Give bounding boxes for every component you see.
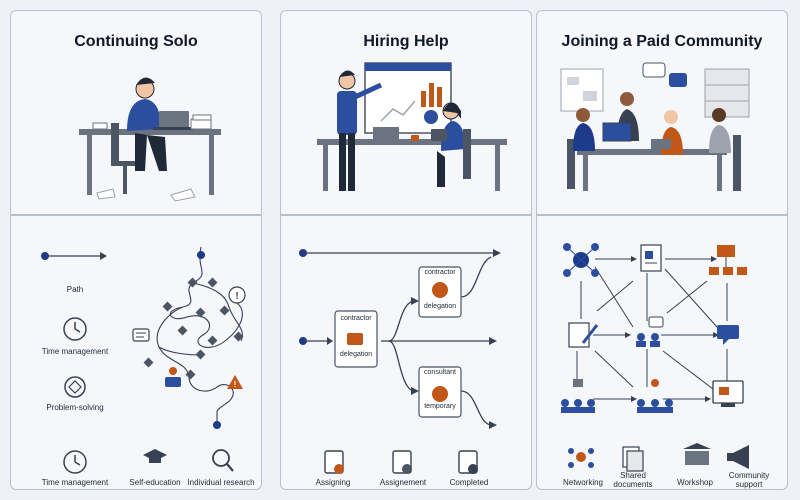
network-hub-icon: [563, 243, 599, 277]
laptop-screen: [602, 122, 632, 142]
community-support-text: Community support: [728, 471, 770, 489]
group-chat-icon: [636, 316, 664, 347]
footer-label-networking: Networking: [562, 478, 603, 487]
speech-bubble-blue: [669, 73, 687, 87]
panel-title: Continuing Solo: [74, 33, 198, 50]
shared-documents-text: Shared documents: [613, 471, 653, 489]
presenter-body: [337, 91, 357, 135]
route-end-node: [213, 421, 221, 429]
edit-document-icon: [568, 322, 599, 348]
contractor-left-sublabel: delegation: [339, 351, 373, 358]
footer-label-completed: Completed: [449, 478, 489, 487]
mug: [411, 135, 419, 141]
divider: [281, 214, 531, 216]
footer-label-time-management: Time management: [41, 478, 109, 487]
clipboard-check-icon: [392, 450, 412, 474]
community-network-diagram: [561, 243, 749, 472]
person-body: [127, 99, 161, 131]
chat-icon: [132, 328, 150, 342]
path-label: Path: [66, 285, 84, 294]
laptop: [373, 127, 399, 141]
contractor-left-label: contractor: [340, 315, 372, 322]
arrowheads: [625, 256, 719, 402]
panel-hiring-help: Hiring Help: [280, 10, 532, 490]
colleague-body: [441, 121, 465, 151]
megaphone-icon: [727, 445, 749, 469]
problem-solving-icon: [64, 376, 86, 398]
member-4-head: [712, 108, 726, 122]
laptop: [159, 111, 189, 129]
footer-label-assigning: Assigning: [315, 478, 351, 487]
footer-label-individual-research: Individual research: [187, 478, 255, 487]
meeting-table: [577, 149, 727, 155]
graduation-cap-icon: [143, 449, 167, 463]
divider: [537, 214, 787, 216]
alert-bubble-icon: !: [228, 286, 246, 304]
svg-text:!: !: [234, 380, 237, 389]
decision-diamonds: [143, 277, 244, 380]
shared-documents-icon: [622, 446, 644, 472]
panel-title: Hiring Help: [363, 33, 449, 50]
person-thinking-icon: [165, 367, 181, 387]
team-hierarchy-icon: [561, 379, 595, 413]
bookshelf: [704, 68, 750, 118]
speech-bubble: [642, 62, 666, 78]
desk: [79, 129, 221, 135]
contractor-top-sublabel: delegation: [423, 303, 457, 310]
hiring-flow-diagram: [299, 249, 501, 474]
panel-continuing-solo: Continuing Solo: [10, 10, 262, 490]
document-icon: [640, 244, 662, 272]
panel-title: Joining a Paid Community: [561, 33, 763, 50]
networking-icon: [568, 448, 594, 468]
time-management-label: Time management: [41, 347, 109, 356]
hiring-illustration: [317, 62, 507, 191]
panel-paid-community: Joining a Paid Community: [536, 10, 788, 490]
chair: [111, 123, 119, 163]
checklist-done-icon: [458, 450, 478, 474]
monitor-icon: [712, 380, 744, 407]
problem-solving-label: Problem-solving: [46, 403, 104, 412]
warning-icon: !: [227, 375, 243, 389]
footer-label-shared-documents: Shared documents: [607, 471, 659, 489]
solo-path-diagram: ! !: [41, 246, 246, 474]
member-1-head: [576, 108, 590, 122]
message-icon: [717, 325, 739, 345]
team-leader-icon: [637, 379, 673, 413]
member-2-head: [620, 92, 634, 106]
network-connections: [576, 258, 728, 400]
svg-text:!: !: [235, 291, 238, 302]
contractor-top-label: contractor: [424, 269, 456, 276]
winding-route: [156, 246, 243, 423]
consultant-sublabel: temporary: [424, 403, 456, 410]
consultant-label: consultant: [424, 369, 456, 376]
clock-icon: [63, 450, 87, 474]
footer-label-self-education: Self-education: [129, 478, 181, 487]
clock-icon: [63, 317, 87, 341]
workshop-icon: [683, 443, 711, 465]
magnifier-icon: [212, 449, 234, 472]
footer-label-workshop: Workshop: [677, 478, 713, 487]
tablet: [431, 129, 447, 141]
divider: [11, 214, 261, 216]
chair: [463, 129, 471, 179]
footer-label-community-support: Community support: [717, 471, 781, 489]
community-illustration: [560, 62, 750, 191]
clipboard-icon: [324, 450, 344, 474]
table: [317, 139, 507, 145]
route-start-node: [197, 251, 205, 259]
footer-label-assignement: Assignement: [379, 478, 427, 487]
member-3-head: [664, 110, 678, 124]
folder-hierarchy-icon: [709, 245, 747, 275]
solo-illustration: [79, 77, 221, 202]
